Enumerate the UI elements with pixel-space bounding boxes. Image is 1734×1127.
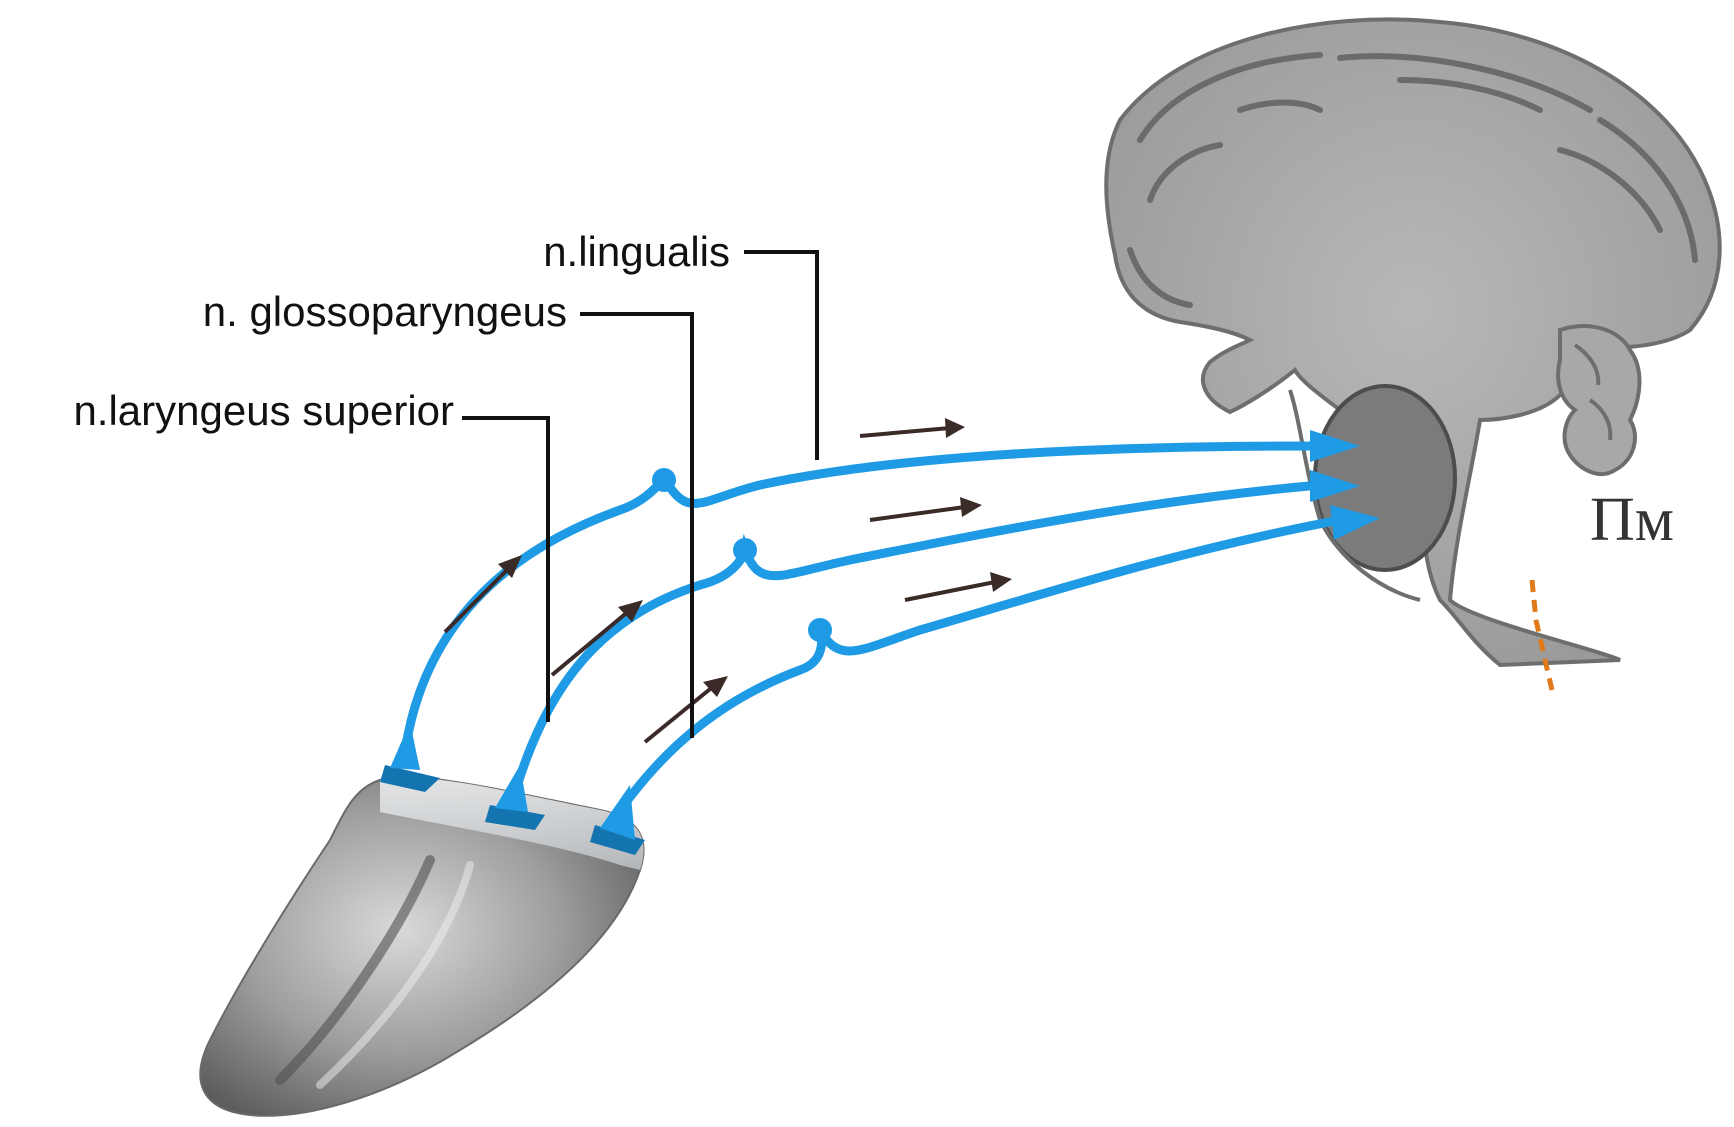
brain-cortex: [1106, 19, 1719, 665]
cerebellum: [1558, 326, 1639, 474]
leader-glossopharyngeus: [580, 314, 692, 738]
label-laryngeus: n.laryngeus superior: [73, 387, 454, 434]
direction-arrows: [445, 418, 1012, 742]
direction-arrow-icon: [870, 497, 982, 520]
tongue-illustration: [200, 777, 643, 1115]
ganglion-bottom: [808, 618, 832, 642]
label-glossopharyngeus: n. glossoparyngeus: [203, 288, 567, 335]
ganglion-top: [652, 468, 676, 492]
pathway-middle: [510, 485, 1320, 810]
direction-arrow-icon: [905, 572, 1012, 600]
brain-label: Пм: [1590, 486, 1674, 554]
label-lingualis: n.lingualis: [543, 228, 730, 275]
direction-arrow-icon: [552, 600, 643, 675]
leader-lingualis: [744, 252, 817, 460]
pathway-top: [405, 446, 1320, 752]
pathway-bottom: [610, 520, 1340, 825]
direction-arrow-icon: [860, 418, 965, 438]
ganglion-middle: [733, 538, 757, 562]
nerve-pathways: [405, 446, 1340, 825]
direction-arrow-icon: [445, 555, 522, 632]
brain-illustration: Пм: [1106, 19, 1719, 690]
